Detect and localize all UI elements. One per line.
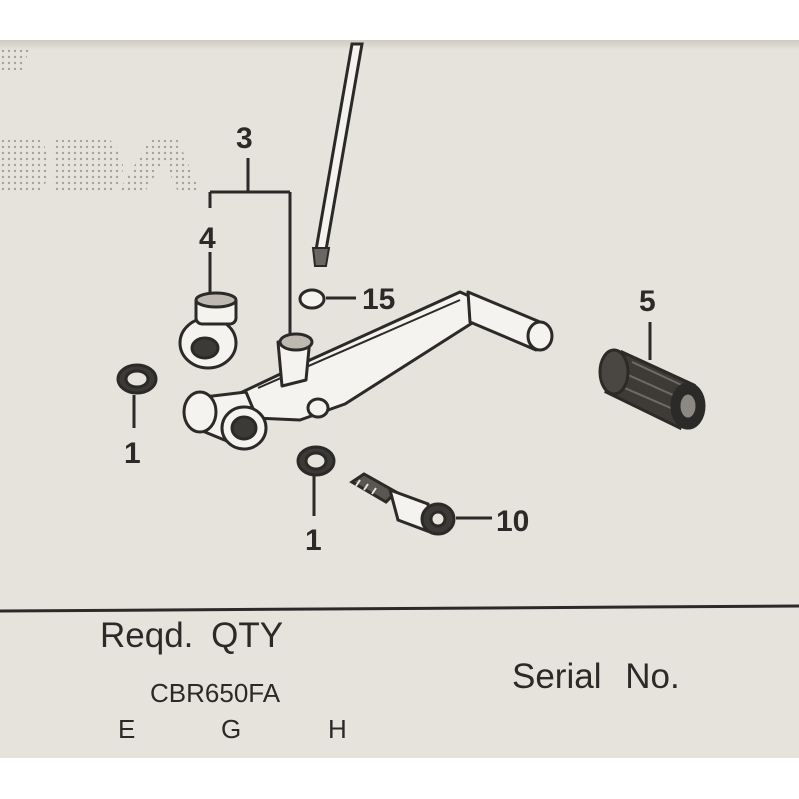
- callout-15: 15: [362, 283, 395, 316]
- model-name: CBR650FA: [150, 678, 281, 708]
- variant-g: G: [221, 714, 242, 744]
- washer-part-1-bottom: [296, 445, 336, 516]
- pivot-bolt-part-4: [178, 291, 238, 370]
- reqd-qty-heading: Reqd. QTY: [100, 616, 284, 655]
- callout-5: 5: [639, 285, 656, 318]
- gearshift-pedal-arm-part-3: [182, 290, 554, 451]
- callout-1-left: 1: [124, 437, 141, 470]
- nut-part-15: [298, 288, 356, 310]
- callout-1-bottom: 1: [305, 524, 322, 557]
- serial-no-heading: Serial No.: [512, 657, 680, 696]
- footer-divider: [0, 604, 799, 613]
- callout-3: 3: [236, 122, 253, 155]
- shift-rod: [311, 42, 364, 267]
- callout-4: 4: [199, 222, 216, 255]
- variant-h: H: [328, 714, 347, 744]
- pedal-bolt-part-10: [349, 472, 492, 536]
- paper-edge: [0, 40, 799, 50]
- callout-10: 10: [496, 505, 529, 538]
- model-variants: E G H: [118, 714, 368, 744]
- variant-e: E: [118, 714, 136, 744]
- washer-part-1-left: [116, 363, 158, 428]
- callout-3-bracket: [208, 158, 292, 336]
- background-logo-watermark: [0, 48, 200, 192]
- pedal-rubber-part-5: [598, 322, 706, 431]
